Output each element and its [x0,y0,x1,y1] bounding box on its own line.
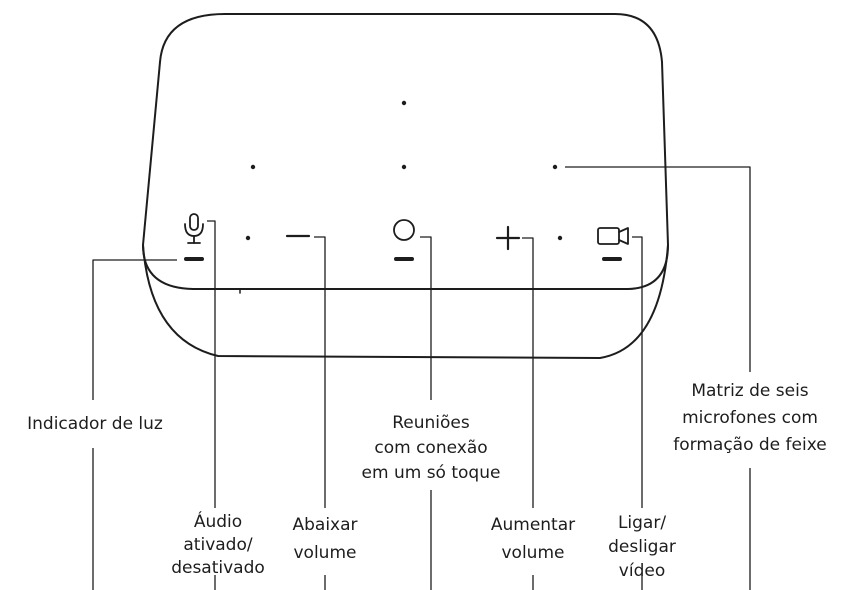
device-front-outline [142,244,669,359]
microphone-icon [184,213,204,244]
mic-dot [401,164,407,170]
label-volume-up: Aumentar volume [490,515,576,563]
video-camera-icon [597,227,629,245]
device-top-outline [142,13,669,290]
label-mic-array: Matriz de seis microfones com formação d… [673,381,827,455]
mic-dot [250,164,256,170]
label-volume-down: Abaixar volume [292,515,358,563]
light-bar-microphone [184,257,204,261]
label-video-toggle: Ligar/ desligar vídeo [608,513,676,581]
label-light-indicator: Indicador de luz [27,414,163,434]
light-indicator-bars [184,257,622,261]
light-bar-video [602,257,622,261]
leader-lines [92,166,751,590]
mic-dot [401,100,407,106]
circle-icon [393,219,415,241]
mic-dot [552,164,558,170]
light-bar-join [394,257,414,261]
label-audio-toggle: Áudio ativado/ desativado [171,512,265,578]
microphone-array-dots [245,100,563,241]
plus-icon [495,225,521,251]
label-one-touch-join: Reuniões com conexão em um só toque [361,413,501,483]
mic-dot [245,235,251,241]
mic-dot [557,235,563,241]
